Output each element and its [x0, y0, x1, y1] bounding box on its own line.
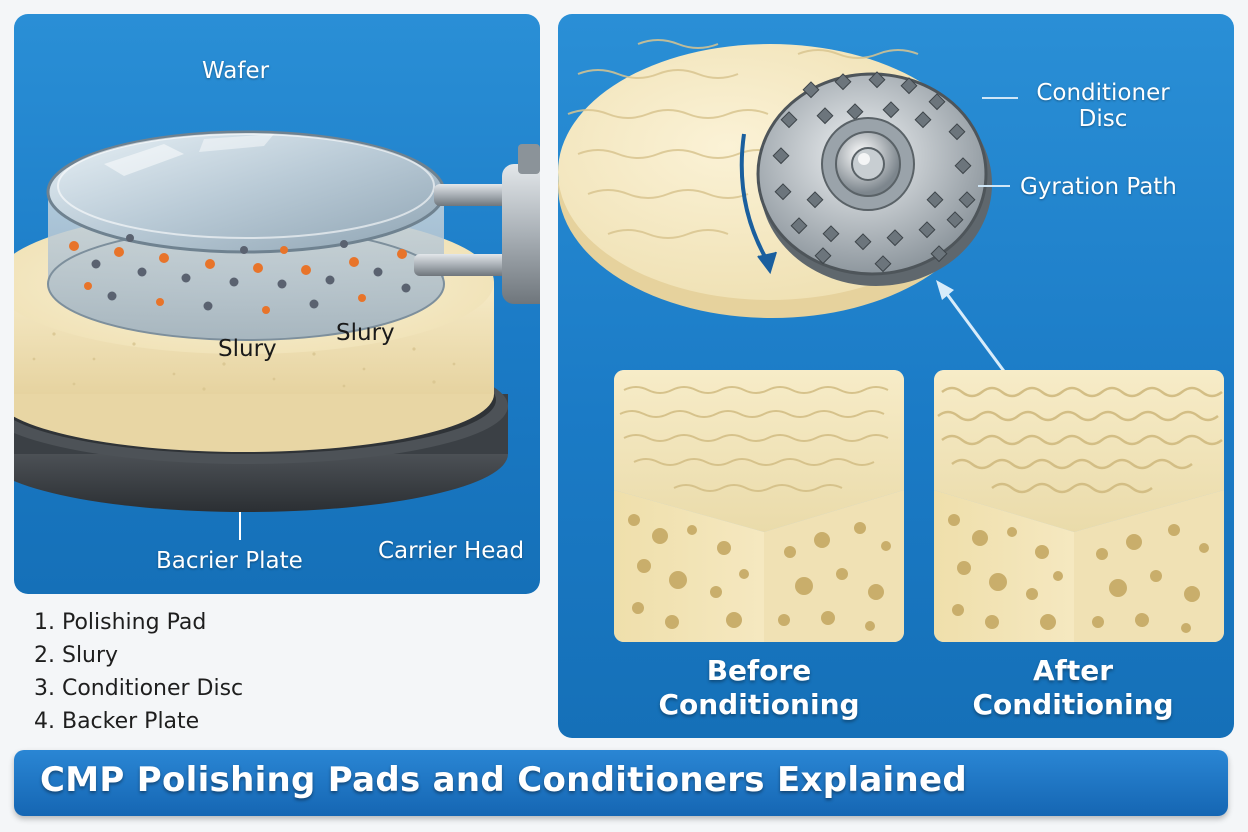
- legend-item: 4. Backer Plate: [34, 709, 200, 734]
- rough-pad-sample: [614, 370, 904, 642]
- before-conditioning-label: Before Conditioning: [658, 654, 860, 721]
- conditioned-pad-sample: [934, 370, 1224, 642]
- legend-item: 1. Polishing Pad: [34, 610, 207, 635]
- carrier-head-label: Carrier Head: [378, 538, 525, 564]
- gyration-path-label: Gyration Path: [1020, 174, 1177, 200]
- gyration-arrow: [739, 133, 777, 275]
- wafer-shape: [46, 130, 446, 341]
- wafer-label: Wafer: [202, 58, 270, 84]
- before-conditioning-card: [614, 370, 904, 642]
- legend-item: 2. Slury: [34, 643, 119, 668]
- carrier-head-arm: [414, 144, 540, 304]
- legend-item: 3. Conditioner Disc: [34, 676, 244, 701]
- slury-label-left: Slury: [218, 336, 277, 362]
- conditioner-disc-shape: [756, 71, 992, 286]
- conditioner-illustration: [558, 39, 1048, 429]
- callout-leaders: [978, 97, 1018, 187]
- after-conditioning-card: [934, 370, 1224, 642]
- title-banner: CMP Polishing Pads and Conditioners Expl…: [14, 750, 1228, 816]
- slury-label-right: Slury: [336, 320, 395, 346]
- page-title: CMP Polishing Pads and Conditioners Expl…: [40, 760, 968, 800]
- right-panel: Conditioner Disc Gyration Path: [558, 14, 1234, 738]
- backer-plate-label: Bacrier Plate: [156, 548, 303, 574]
- component-legend: 1. Polishing Pad 2. Slury 3. Conditioner…: [34, 606, 243, 738]
- left-panel: Wafer Slury Slury Bacrier Plate Carrier …: [14, 14, 540, 594]
- conditioner-disc-label: Conditioner Disc: [1036, 80, 1170, 133]
- after-conditioning-label: After Conditioning: [972, 654, 1174, 721]
- polishing-setup-illustration: [14, 130, 540, 540]
